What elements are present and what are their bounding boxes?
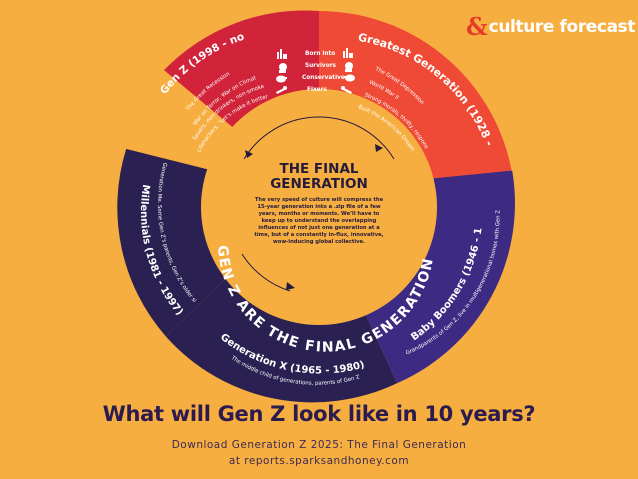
brand-ampersand: &: [466, 12, 488, 41]
segment-generation-x: [165, 250, 398, 403]
download-url[interactable]: at reports.sparksandhoney.com: [228, 455, 410, 467]
wrench-icon: [341, 86, 352, 94]
factory-icon: [343, 48, 353, 58]
arrowhead-icon: [375, 144, 383, 152]
piggy-bank-icon: [344, 74, 355, 82]
shared-trait-born-into: Born into: [305, 51, 335, 57]
headline: What will Gen Z look like in 10 years?: [102, 402, 536, 426]
shared-trait-conservative: Conservative: [302, 75, 345, 81]
center-title-line-1: THE FINAL: [279, 161, 359, 177]
shared-trait-fixers: Fixers: [307, 87, 327, 93]
cycle-arrow-arc: [243, 116, 395, 160]
brand-name: culture forecast: [488, 17, 636, 37]
millennials-note: Generation Me. Some Gen Z’s parents, Gen…: [0, 0, 197, 304]
center-body: The very speed of culture will compress …: [254, 197, 384, 245]
wrench-icon: [276, 86, 287, 94]
download-line: Download Generation Z 2025: The Final Ge…: [171, 439, 467, 451]
arrowhead-icon: [245, 150, 253, 158]
piggy-bank-icon: [276, 75, 287, 83]
arrowhead-icon: [286, 282, 295, 290]
segment-baby-boomers: [355, 170, 515, 384]
shared-trait-survivors: Survivors: [305, 63, 337, 69]
head-silhouette-icon: [279, 63, 287, 73]
head-silhouette-icon: [345, 62, 353, 72]
factory-icon: [277, 49, 287, 59]
cycle-arrow-arc-lower: [241, 253, 291, 292]
brand-logo: & culture forecast: [466, 12, 636, 41]
center-title-line-2: GENERATION: [270, 176, 368, 192]
